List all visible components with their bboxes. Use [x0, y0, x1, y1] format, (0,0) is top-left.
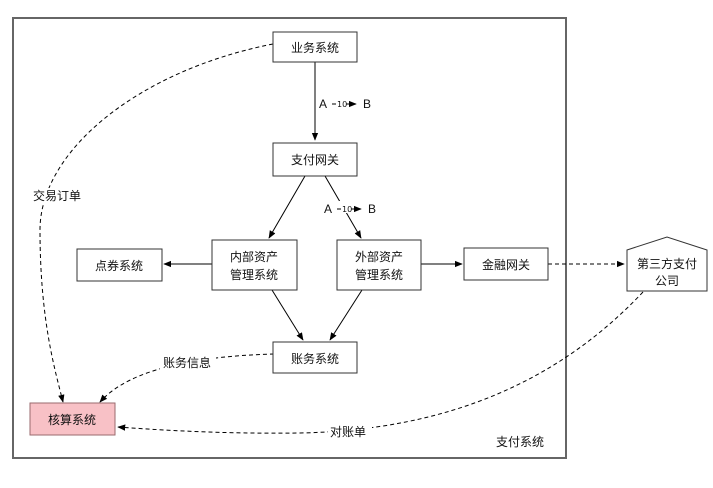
transfer-to: B [368, 202, 376, 216]
transfer-amount: 10 [342, 205, 352, 214]
reconciliation-label: 对账单 [330, 425, 366, 439]
edge-business-to-settlement [39, 43, 274, 403]
edge-internal-to-accounting [271, 289, 304, 341]
edge-gateway-to-internal [268, 175, 306, 239]
node-accounting-system[interactable]: 账务系统 [272, 341, 358, 374]
transfer-label-2: A 10 B [324, 201, 376, 216]
node-label-line2: 管理系统 [355, 267, 403, 282]
node-label: 金融网关 [482, 257, 530, 272]
node-external-asset-system[interactable]: 外部资产 管理系统 [336, 239, 422, 291]
account-info-label: 账务信息 [163, 355, 211, 370]
edge-external-to-accounting [329, 289, 363, 341]
node-label: 点券系统 [95, 258, 143, 273]
node-settlement-system[interactable]: 核算系统 [29, 402, 116, 436]
node-business-system[interactable]: 业务系统 [272, 31, 358, 63]
node-third-party-payment[interactable]: 第三方支付 公司 [626, 236, 708, 292]
node-label: 核算系统 [48, 412, 96, 427]
transfer-amount: 10 [337, 100, 347, 109]
node-coupon-system[interactable]: 点券系统 [76, 248, 163, 282]
container-label: 支付系统 [496, 435, 544, 449]
node-internal-asset-system[interactable]: 内部资产 管理系统 [211, 239, 298, 291]
node-label-line1: 内部资产 [230, 249, 278, 264]
node-finance-gateway[interactable]: 金融网关 [463, 247, 549, 281]
node-payment-gateway[interactable]: 支付网关 [272, 142, 358, 177]
node-label: 账务系统 [291, 351, 339, 366]
node-label-line1: 外部资产 [355, 249, 403, 264]
transfer-from: A [319, 97, 327, 111]
transfer-to: B [363, 97, 371, 111]
node-label: 业务系统 [291, 40, 339, 55]
node-label-line2: 公司 [655, 274, 679, 288]
node-label-line1: 第三方支付 [637, 256, 697, 271]
transfer-label-1: A 10 B [319, 97, 371, 111]
trade-order-label: 交易订单 [33, 188, 81, 203]
payment-system-container [12, 17, 567, 459]
node-label-line2: 管理系统 [230, 267, 278, 282]
node-label: 支付网关 [291, 153, 339, 167]
transfer-from: A [324, 202, 332, 216]
